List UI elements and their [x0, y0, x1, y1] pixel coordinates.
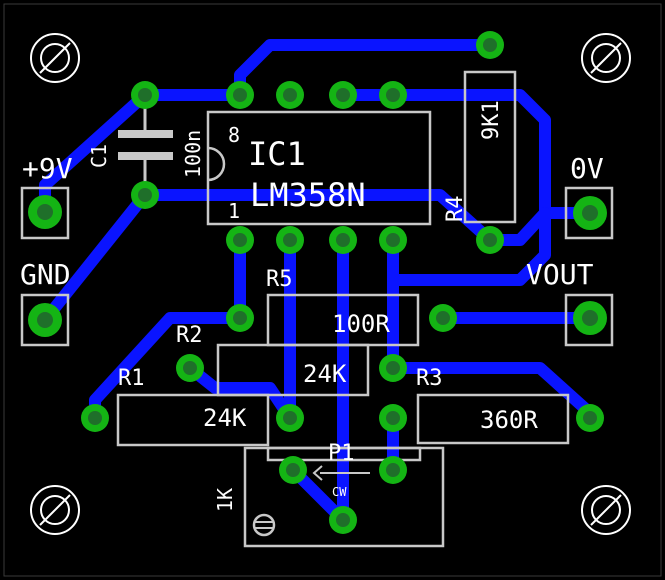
trace-ic-top — [337, 89, 596, 219]
conn-vout-label: VOUT — [526, 258, 594, 291]
silkscreen — [20, 70, 614, 548]
r2-outline — [216, 343, 370, 397]
conn-gnd-label: GND — [20, 258, 71, 291]
ic-pin8-marker: 8 — [228, 123, 240, 147]
r2-value-label: 24K — [303, 360, 347, 388]
conn-0v-outline — [564, 186, 614, 240]
labels: IC1 LM358N 8 1 C1 100n 9K1 R4 R5 100R R2… — [20, 100, 604, 512]
c1-value-label: 100n — [181, 130, 205, 178]
conn-gnd-outline — [20, 293, 70, 347]
trace-top-r4 — [234, 39, 496, 101]
r1-ref-label: R1 — [118, 366, 145, 391]
c1-plate-bottom — [118, 152, 173, 160]
r5-value-label: 100R — [332, 310, 390, 338]
r1-outline — [116, 393, 270, 447]
conn-vout-outline — [564, 293, 614, 347]
mounting-hole-bottom-right — [581, 485, 631, 535]
mounting-hole-bottom-left — [30, 485, 80, 535]
ic-ref-label: IC1 — [248, 135, 306, 173]
r4-value-label: 9K1 — [479, 100, 504, 140]
p1-direction-label: CW — [332, 485, 347, 499]
conn-vin-outline — [20, 186, 70, 240]
ic-outline — [206, 110, 432, 226]
r3-ref-label: R3 — [416, 366, 443, 391]
r2-ref-label: R2 — [176, 323, 203, 348]
mounting-hole-top-right — [581, 33, 631, 83]
trace-r2 — [184, 362, 296, 424]
mounting-holes — [30, 33, 631, 535]
r4-ref-label: R4 — [443, 196, 468, 223]
ic-pin1-marker: 1 — [228, 199, 240, 223]
conn-0v-label: 0V — [570, 152, 604, 185]
pot-arrow-head — [312, 465, 323, 481]
r3-value-label: 360R — [480, 406, 538, 434]
pot-top-outline — [266, 446, 422, 462]
r4-outline — [463, 70, 517, 224]
trace-r3 — [387, 362, 596, 419]
c1-ref-label: C1 — [87, 144, 111, 168]
conn-vin-label: +9V — [22, 152, 73, 185]
r5-ref-label: R5 — [266, 267, 293, 292]
ic-value-label: LM358N — [250, 176, 366, 214]
pads — [28, 31, 607, 534]
pot-adjust-outline — [252, 513, 276, 537]
r1-value-label: 24K — [203, 404, 247, 432]
mounting-hole-top-left — [30, 33, 80, 83]
r3-outline — [416, 393, 570, 445]
board-outline — [3, 3, 662, 577]
p1-ref-label: P1 — [328, 441, 355, 466]
p1-value-label: 1K — [213, 488, 237, 512]
ic-notch — [207, 146, 226, 182]
c1-plate-top — [118, 130, 173, 138]
